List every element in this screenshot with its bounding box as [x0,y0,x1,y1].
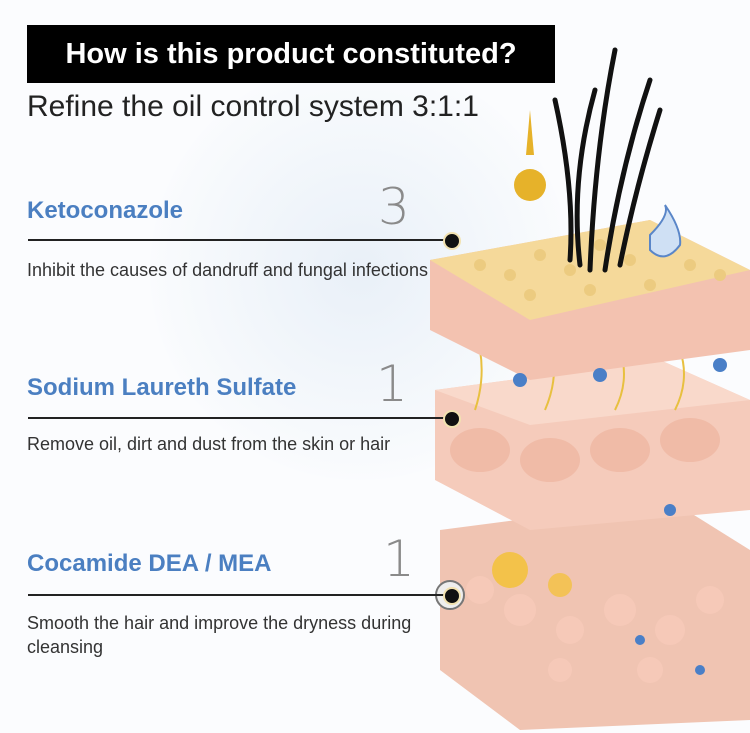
hair-strands [552,47,663,273]
skin-layers-illustration [430,47,750,730]
ingredient-ratio: 3 [378,178,410,236]
dermis-layer [440,500,750,730]
ingredient-description: Remove oil, dirt and dust from the skin … [27,434,391,454]
ingredient-ratio: 1 [383,530,415,588]
pointer-dot [443,410,461,428]
pointer-dot [443,232,461,250]
divider-line [28,417,446,419]
ingredient-description: Inhibit the causes of dandruff and funga… [27,260,428,280]
ingredient-description: Smooth the hair and improve the dryness … [27,613,412,657]
cells [466,576,724,683]
subtitle: Refine the oil control system 3:1:1 [27,90,479,123]
ingredient-name: Ketoconazole [27,197,184,224]
divider-line [28,594,446,596]
banner-title: How is this product constituted? [27,25,555,83]
pointer-dot [443,587,461,605]
ingredient-name: Sodium Laureth Sulfate [27,374,297,401]
divider-line [28,239,446,241]
ingredient-ratio: 1 [376,355,408,413]
ingredient-name: Cocamide DEA / MEA [27,550,272,577]
